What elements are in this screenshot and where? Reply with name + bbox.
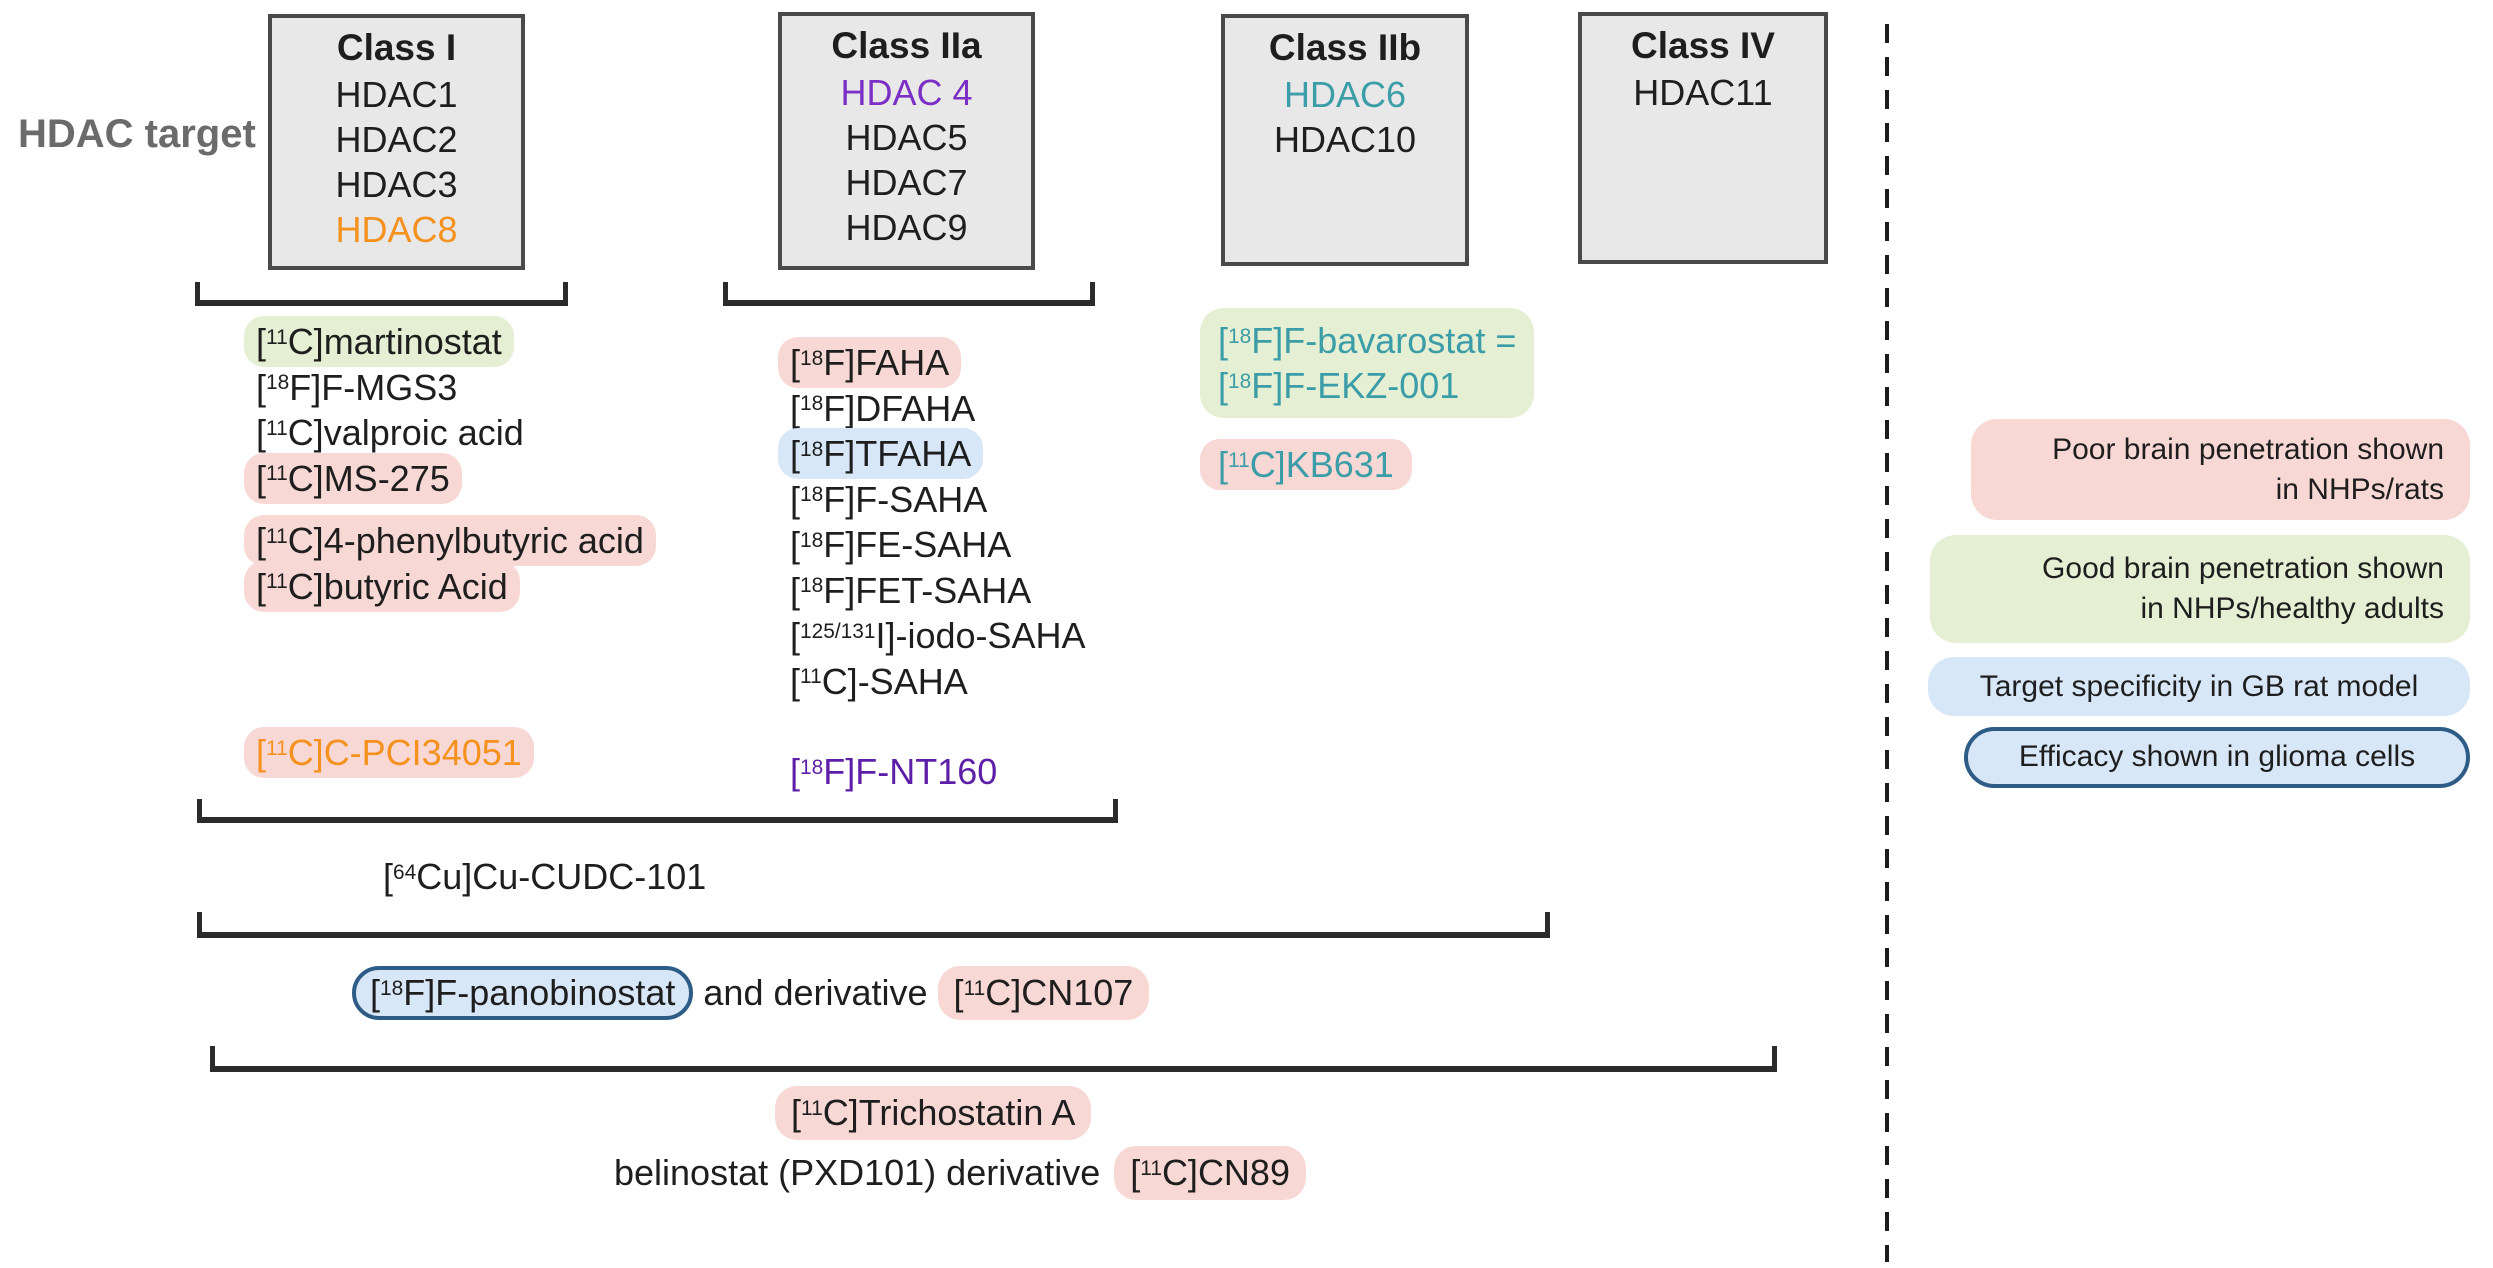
class-box-class-iib: Class IIb HDAC6 HDAC10 bbox=[1221, 14, 1469, 266]
tracer-valproic-acid: [11C]valproic acid bbox=[256, 412, 524, 453]
tracer-f-nt160: [18F]F-NT160 bbox=[790, 751, 998, 792]
tracer-dfaha: [18F]DFAHA bbox=[790, 387, 976, 429]
belinostat-derivative-text: belinostat (PXD101) derivative bbox=[614, 1152, 1101, 1193]
dashed-divider bbox=[1885, 24, 1889, 1262]
tracer-belinostat-row: belinostat (PXD101) derivative [11C]CN89 bbox=[614, 1146, 1306, 1200]
tracer-ms-275: [11C]MS-275 bbox=[244, 452, 656, 504]
legend-poor-brain-penetration: Poor brain penetration shown in NHPs/rat… bbox=[1971, 419, 2470, 520]
class-box-class-iia: Class IIa HDAC 4 HDAC5 HDAC7 HDAC9 bbox=[778, 12, 1035, 270]
tracer-kb631: [11C]KB631 bbox=[1200, 439, 1412, 490]
tracer-4-phenylbutyric-acid: [11C]4-phenylbutyric acid bbox=[244, 515, 656, 566]
hdac-member: HDAC 4 bbox=[840, 72, 973, 113]
hdac-member: HDAC10 bbox=[1273, 119, 1417, 160]
bracket-pan-widest bbox=[210, 1046, 1777, 1072]
hdac-member: HDAC8 bbox=[335, 209, 458, 250]
legend-good-brain-penetration: Good brain penetration shown in NHPs/hea… bbox=[1930, 535, 2470, 643]
tracer-bavarostat-ekz001: [18F]F-bavarostat = [18F]F-EKZ-001 bbox=[1200, 308, 1535, 418]
tracer-trichostatin-a: [11C]Trichostatin A bbox=[775, 1086, 1092, 1140]
tracer-cu-cudc-101: [64Cu]Cu-CUDC-101 bbox=[383, 856, 707, 897]
hdac-member: HDAC2 bbox=[335, 119, 458, 160]
bracket-pan-class-i-iia bbox=[197, 799, 1118, 823]
class-title: Class IIa bbox=[831, 25, 982, 66]
bracket-class-i bbox=[195, 282, 568, 306]
hdac-member: HDAC7 bbox=[845, 162, 968, 203]
tracer-list-class-iia: [18F]FAHA [18F]DFAHA [18F]TFAHA [18F]F-S… bbox=[778, 337, 1098, 795]
tracer-list-class-i: [11C]martinostat [18F]F-MGS3 [11C]valpro… bbox=[244, 316, 656, 778]
hdac-member: HDAC11 bbox=[1633, 72, 1773, 113]
bracket-pan-wide bbox=[197, 912, 1550, 938]
tracer-kb631-row: [11C]KB631 bbox=[1200, 439, 1412, 490]
tracer-c-saha: [11C]-SAHA bbox=[790, 660, 968, 702]
tracer-faha: [18F]FAHA bbox=[778, 337, 1098, 388]
tracer-c-pci34051: [11C]C-PCI34051 bbox=[244, 727, 656, 778]
tracer-f-saha: [18F]F-SAHA bbox=[790, 478, 988, 520]
tracer-martinostat: [11C]martinostat bbox=[244, 316, 656, 367]
tracer-f-panobinostat: [18F]F-panobinostat bbox=[352, 966, 694, 1020]
tracer-tfaha: [18F]TFAHA bbox=[778, 428, 1098, 479]
hdac-member: HDAC3 bbox=[335, 164, 458, 205]
class-box-class-i: Class I HDAC1 HDAC2 HDAC3 HDAC8 bbox=[268, 14, 525, 270]
bracket-class-iia bbox=[723, 282, 1095, 306]
tracer-trichostatin-row: [11C]Trichostatin A bbox=[775, 1086, 1092, 1140]
tracer-cn107: [11C]CN107 bbox=[937, 966, 1150, 1020]
tracer-panobinostat-row: [18F]F-panobinostat and derivative [11C]… bbox=[352, 966, 1150, 1020]
hdac-member: HDAC9 bbox=[845, 207, 968, 248]
tracer-cudc-row: [64Cu]Cu-CUDC-101 bbox=[383, 854, 706, 900]
tracer-fe-saha: [18F]FE-SAHA bbox=[790, 524, 1012, 565]
and-derivative-text: and derivative bbox=[703, 972, 928, 1013]
tracer-fet-saha: [18F]FET-SAHA bbox=[790, 569, 1032, 611]
class-title: Class IV bbox=[1631, 25, 1775, 66]
hdac-member: HDAC6 bbox=[1283, 74, 1407, 115]
class-title: Class I bbox=[336, 27, 457, 68]
tracer-f-mgs3: [18F]F-MGS3 bbox=[256, 366, 458, 408]
hdac-member: HDAC1 bbox=[335, 74, 458, 115]
legend-target-specificity: Target specificity in GB rat model bbox=[1928, 657, 2470, 716]
legend-efficacy-glioma: Efficacy shown in glioma cells bbox=[1964, 727, 2470, 788]
tracer-butyric-acid: [11C]butyric Acid bbox=[244, 560, 656, 612]
tracer-cn89: [11C]CN89 bbox=[1114, 1146, 1306, 1200]
hdac-member: HDAC5 bbox=[845, 117, 968, 158]
class-title: Class IIb bbox=[1268, 27, 1422, 68]
hdac-target-label: HDAC target bbox=[18, 112, 256, 156]
tracer-iodo-saha: [125/131I]-iodo-SAHA bbox=[790, 615, 1086, 656]
class-box-class-iv: Class IV HDAC11 bbox=[1578, 12, 1828, 264]
